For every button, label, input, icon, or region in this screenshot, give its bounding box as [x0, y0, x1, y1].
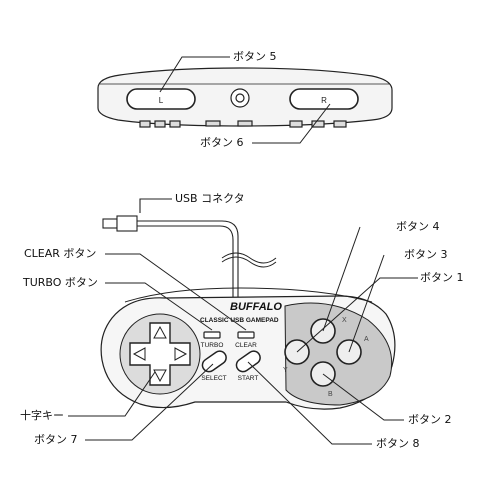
leader-usb — [139, 198, 172, 213]
leader-dpad — [68, 371, 156, 417]
start-label: START — [238, 375, 259, 382]
label-clear-button: CLEAR ボタン — [24, 247, 97, 260]
b-label: B — [328, 391, 333, 398]
dpad-left-icon — [132, 347, 146, 361]
dpad-down-icon — [153, 369, 167, 383]
label-button5: ボタン 5 — [233, 50, 277, 63]
label-button1: ボタン 1 — [420, 271, 464, 284]
r-label: R — [321, 96, 327, 105]
top-view — [97, 67, 393, 128]
top-leaders — [159, 56, 331, 144]
cable-break — [221, 256, 277, 268]
select-label: SELECT — [201, 375, 226, 382]
bottom-tab — [154, 120, 166, 128]
usb-port-inner — [235, 93, 245, 103]
r-shoulder-button — [289, 88, 359, 110]
leader-button6 — [252, 103, 331, 144]
leader-button8 — [247, 361, 372, 445]
usb-plug — [102, 218, 118, 229]
front-view — [100, 287, 396, 410]
label-button2: ボタン 2 — [408, 413, 452, 426]
usb-cable — [102, 198, 277, 302]
start-button — [235, 350, 261, 373]
l-shoulder-button — [126, 88, 196, 110]
leader-clear — [105, 253, 247, 331]
label-usb-connector: USB コネクタ — [175, 192, 245, 205]
l-label: L — [159, 96, 164, 105]
clear-button — [237, 331, 255, 339]
usb-port-outer — [230, 88, 250, 108]
bottom-tab — [311, 120, 325, 128]
a-label: A — [364, 336, 369, 343]
bottom-tab — [205, 120, 221, 127]
leader-button3 — [348, 254, 385, 353]
label-button3: ボタン 3 — [404, 248, 448, 261]
x-label: X — [342, 317, 347, 324]
brand-logo: BUFFALO — [230, 301, 282, 313]
leader-button2 — [322, 373, 404, 421]
leader-button5 — [159, 56, 230, 93]
label-button8: ボタン 8 — [376, 437, 420, 450]
cable-line-2 — [137, 225, 234, 302]
dpad — [129, 322, 191, 386]
select-button — [201, 350, 227, 373]
label-dpad: 十字キー — [20, 409, 64, 422]
cable-break — [221, 252, 277, 264]
bottom-tab — [169, 120, 181, 128]
label-button7: ボタン 7 — [34, 433, 78, 446]
dpad-right-icon — [174, 347, 188, 361]
label-button4: ボタン 4 — [396, 220, 440, 233]
label-button6: ボタン 6 — [200, 136, 244, 149]
dpad-arrows — [132, 325, 188, 383]
bottom-tab — [333, 120, 347, 128]
model-name: CLASSIC USB GAMEPAD — [200, 317, 279, 324]
cable-line-1 — [137, 220, 239, 302]
turbo-button — [203, 331, 221, 339]
label-turbo-button: TURBO ボタン — [23, 276, 98, 289]
bottom-tab — [237, 120, 253, 127]
clear-label: CLEAR — [235, 342, 257, 349]
y-label: Y — [283, 367, 288, 374]
usb-plug-housing — [116, 215, 138, 232]
bottom-tab — [139, 120, 151, 128]
turbo-label: TURBO — [201, 342, 224, 349]
leader-turbo — [105, 282, 213, 331]
leader-button4 — [322, 226, 361, 332]
dpad-up-icon — [153, 325, 167, 339]
bottom-tab — [289, 120, 303, 128]
leader-button1 — [296, 277, 418, 353]
top-ridge — [124, 287, 373, 303]
front-leaders — [68, 226, 418, 445]
leader-button7 — [85, 363, 214, 441]
